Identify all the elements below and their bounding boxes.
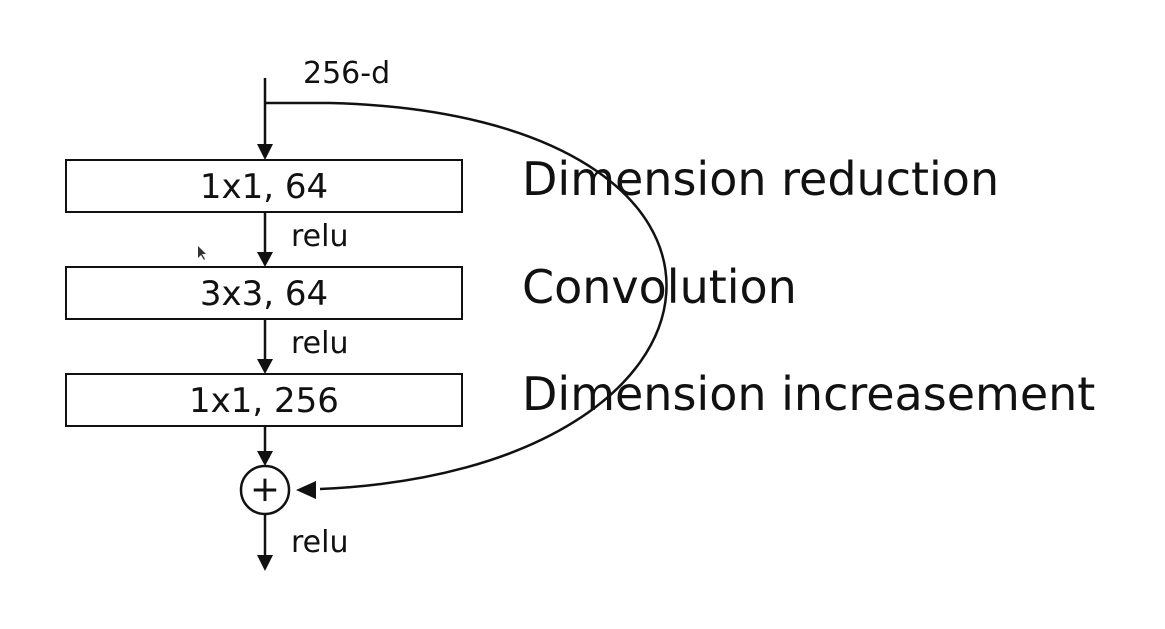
layer-box-1 bbox=[65, 159, 463, 213]
input-dimension-label: 256-d bbox=[303, 56, 390, 91]
output-activation-label: relu bbox=[291, 525, 348, 560]
output-arrowhead bbox=[257, 555, 273, 571]
input-arrowhead bbox=[257, 144, 273, 160]
layer-label-2: 3x3, 64 bbox=[200, 274, 328, 314]
skip-connection-curve bbox=[265, 101, 668, 491]
arrowhead-1-2 bbox=[257, 252, 273, 267]
layer-description-3: Dimension increasement bbox=[522, 367, 1095, 421]
arrowhead-3-add bbox=[257, 451, 273, 466]
mouse-cursor-icon bbox=[198, 246, 206, 260]
activation-label-2: relu bbox=[291, 326, 348, 361]
layer-box-2 bbox=[65, 266, 463, 320]
layer-label-1: 1x1, 64 bbox=[200, 167, 328, 207]
layer-description-1: Dimension reduction bbox=[522, 152, 999, 206]
activation-label-1: relu bbox=[291, 219, 348, 254]
layer-label-3: 1x1, 256 bbox=[189, 381, 339, 421]
skip-connection-arrowhead bbox=[296, 481, 316, 499]
layer-description-2: Convolution bbox=[522, 260, 797, 314]
layer-box-3 bbox=[65, 373, 463, 427]
addition-symbol: + bbox=[250, 469, 280, 510]
arrowhead-2-3 bbox=[257, 359, 273, 374]
